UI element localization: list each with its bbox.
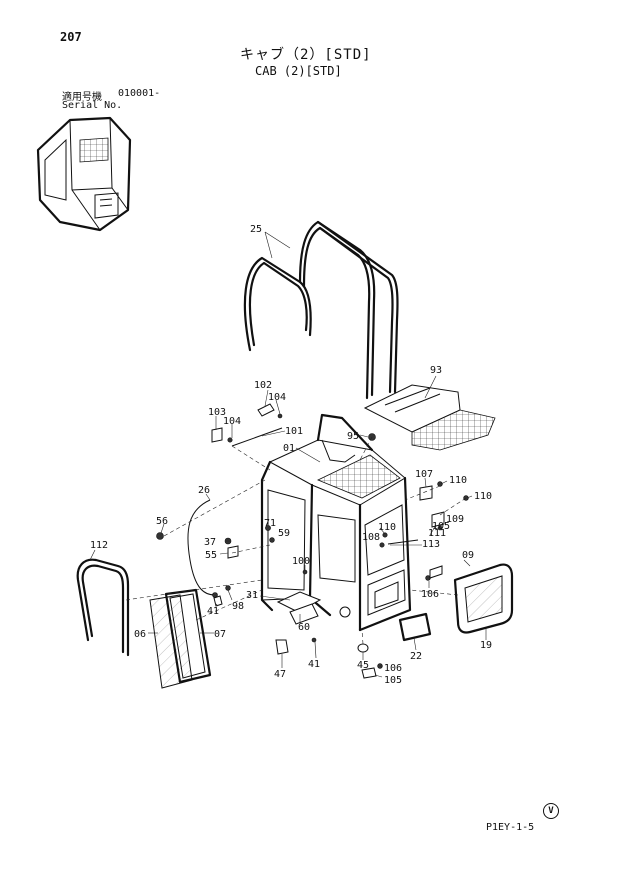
- callout-22: 22: [410, 651, 422, 662]
- serial-label-english: Serial No.: [62, 100, 123, 111]
- callout-41a: 41: [207, 606, 219, 617]
- page-title-english: CAB (2)[STD]: [255, 64, 342, 78]
- callout-110a: 110: [449, 475, 467, 486]
- callout-07: 07: [214, 629, 226, 640]
- callout-labels: 25 93 102 104 103 104 101 95 01 107 110 …: [90, 224, 492, 686]
- footer-page-code: P1EY-1-5: [486, 822, 535, 833]
- callout-59: 59: [278, 528, 290, 539]
- callout-110b: 110: [474, 491, 492, 502]
- callout-55: 55: [205, 550, 217, 561]
- callout-06: 06: [134, 629, 146, 640]
- part-06-side-glass: [149, 594, 193, 689]
- part-47-cover: [275, 639, 289, 655]
- callout-105a: 105: [432, 521, 450, 532]
- callout-45: 45: [357, 660, 369, 671]
- assembly-dashed-lines: [125, 436, 467, 645]
- callout-101: 101: [285, 426, 303, 437]
- callout-95: 95: [347, 431, 359, 442]
- page-title-japanese: キャブ（2）[STD]: [240, 47, 372, 63]
- callout-25: 25: [250, 224, 262, 235]
- part-26-cable: [187, 499, 218, 598]
- callout-107: 107: [415, 469, 433, 480]
- callout-113: 113: [422, 539, 440, 550]
- part-25-seal-moldings: [243, 220, 399, 400]
- callout-110c: 110: [378, 522, 396, 533]
- part-109-105-hinge: [431, 511, 445, 531]
- callout-41b: 41: [308, 659, 320, 670]
- callout-108: 108: [362, 532, 380, 543]
- footer-circle-mark: V: [543, 803, 559, 819]
- callout-111: 111: [428, 528, 446, 539]
- callout-01: 01: [283, 443, 295, 454]
- callout-112: 112: [90, 540, 108, 551]
- callout-56: 56: [156, 516, 168, 527]
- part-101-rod: [231, 427, 283, 447]
- part-106-105-bolts: [361, 565, 443, 679]
- part-07-glass-seal: [164, 588, 212, 684]
- part-01-cab-frame: [260, 413, 412, 632]
- callout-109: 109: [446, 514, 464, 525]
- callout-09: 09: [462, 550, 474, 561]
- callout-71: 71: [264, 518, 276, 529]
- callout-31: 31: [246, 590, 258, 601]
- callout-93: 93: [430, 365, 442, 376]
- callout-26: 26: [198, 485, 210, 496]
- callout-103: 103: [208, 407, 226, 418]
- callout-106b: 106: [384, 663, 402, 674]
- part-108-113-hardware: [379, 539, 419, 548]
- callout-104b: 104: [223, 416, 241, 427]
- part-107-bracket: [419, 485, 433, 501]
- part-45-grommet: [357, 643, 369, 653]
- part-93-roof-sheet: [363, 384, 496, 451]
- callout-102: 102: [254, 380, 272, 391]
- part-09-rear-window: [453, 563, 514, 634]
- callout-106a: 106: [421, 589, 439, 600]
- callout-100: 100: [292, 556, 310, 567]
- callout-104: 104: [268, 392, 286, 403]
- leader-lines: [89, 231, 487, 678]
- part-56-nut: [156, 532, 164, 540]
- cab-thumbnail-illustration: [36, 116, 132, 232]
- callout-47: 47: [274, 669, 286, 680]
- callout-98: 98: [232, 601, 244, 612]
- callout-60: 60: [298, 622, 310, 633]
- part-102-lever: [257, 403, 283, 419]
- serial-number-range: 010001-: [118, 88, 161, 99]
- part-71-59-clips: [265, 525, 275, 543]
- callout-37: 37: [204, 537, 216, 548]
- page-number: 207: [60, 30, 82, 44]
- callout-19: 19: [480, 640, 492, 651]
- part-103-bracket: [211, 427, 233, 443]
- serial-label-japanese: 適用号機: [62, 92, 102, 103]
- part-112-door-seal: [76, 558, 130, 657]
- part-22-panel: [398, 612, 432, 642]
- part-100-31-60-bracket: [276, 569, 322, 625]
- part-41-screw: [311, 637, 317, 643]
- callout-105b: 105: [384, 675, 402, 686]
